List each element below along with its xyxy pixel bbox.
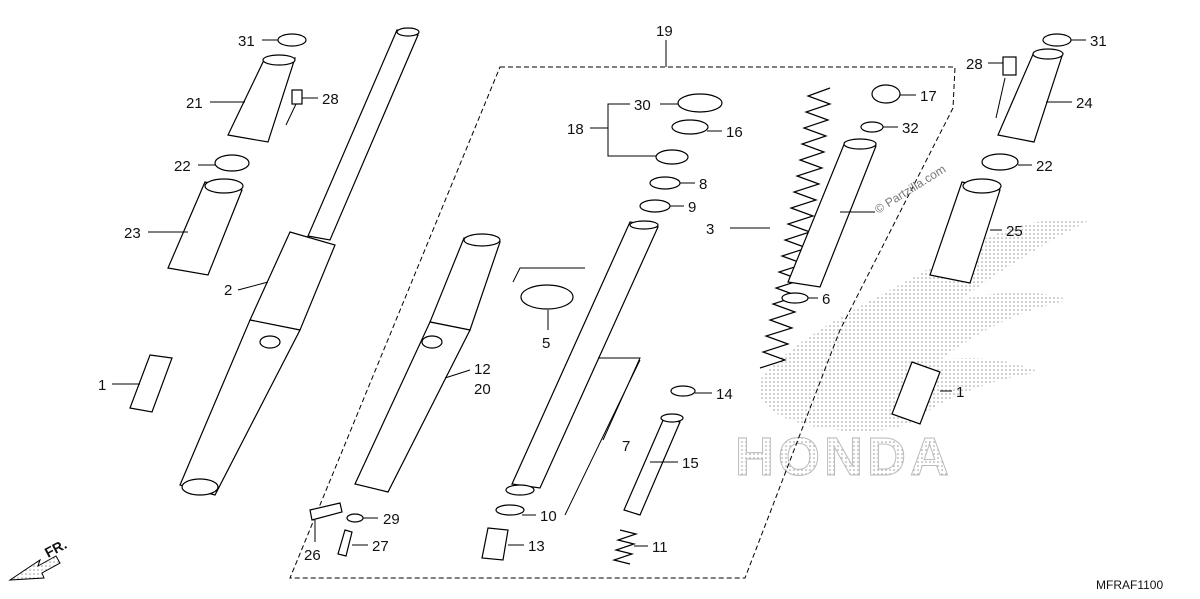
callout-27: 27 xyxy=(372,538,389,555)
callout-7: 7 xyxy=(622,438,630,455)
callout-12: 12 xyxy=(474,361,491,378)
callout-31-right: 31 xyxy=(1090,33,1107,50)
part-11-rebound-spring xyxy=(611,529,639,565)
callout-1: 1 xyxy=(98,377,106,394)
callout-labels: 31 21 28 22 23 2 1 12 20 29 26 27 19 30 … xyxy=(98,23,1107,564)
part-22-ring-left xyxy=(214,154,250,172)
callout-28: 28 xyxy=(322,91,339,108)
callout-20: 20 xyxy=(474,381,491,398)
callout-28-right: 28 xyxy=(966,56,983,73)
part-31-ring-left xyxy=(277,33,307,47)
front-indicator-label: FR. xyxy=(42,536,69,561)
callout-14: 14 xyxy=(716,386,733,403)
part-7-tube xyxy=(511,221,659,489)
callout-5: 5 xyxy=(542,335,550,352)
callout-25: 25 xyxy=(1006,223,1023,240)
part-28-bolt-left xyxy=(291,89,303,105)
callout-23: 23 xyxy=(124,225,141,242)
callout-17: 17 xyxy=(920,88,937,105)
diagram-code: MFRAF1100 xyxy=(1096,578,1163,592)
part-6-washer xyxy=(781,292,809,304)
part-10-collar xyxy=(505,484,535,496)
part-15-rod xyxy=(623,417,681,516)
part-5-oil-seal xyxy=(520,284,574,310)
callout-3: 3 xyxy=(706,221,714,238)
callout-22: 22 xyxy=(174,158,191,175)
callout-29: 29 xyxy=(383,511,400,528)
front-arrow-icon xyxy=(8,555,61,581)
part-18-seal-lower xyxy=(655,149,689,165)
callout-6: 6 xyxy=(822,291,830,308)
callout-13: 13 xyxy=(528,538,545,555)
part-2-fork-pipe xyxy=(307,29,419,241)
part-13-bushing xyxy=(481,527,509,561)
part-2-slider-lower xyxy=(179,319,301,496)
callout-24: 24 xyxy=(1076,95,1093,112)
callout-32: 32 xyxy=(902,120,919,137)
part-3-fork-spring xyxy=(759,87,832,369)
callout-15: 15 xyxy=(682,455,699,472)
part-14-clip xyxy=(670,385,696,397)
part-2-slider-upper xyxy=(249,231,336,331)
part-8-bushing xyxy=(649,176,681,190)
part-30-seal xyxy=(677,93,723,113)
callout-8: 8 xyxy=(699,176,707,193)
callout-18: 18 xyxy=(567,121,584,138)
part-26-bolt xyxy=(309,502,343,521)
part-32-o-ring xyxy=(860,121,884,133)
part-31-ring-right xyxy=(1042,33,1072,47)
part-9-bushing xyxy=(639,199,671,213)
part-12-slider-lower xyxy=(354,321,471,493)
callout-19: 19 xyxy=(656,23,673,40)
callout-26: 26 xyxy=(304,547,321,564)
brand-watermark-text: HONDA xyxy=(735,427,953,487)
part-21-upper-cover xyxy=(227,57,296,143)
part-23-lower-cover xyxy=(167,181,243,276)
callout-10: 10 xyxy=(540,508,557,525)
part-12-slider-upper xyxy=(429,237,501,331)
callout-21: 21 xyxy=(186,95,203,112)
part-27-bolt xyxy=(337,529,353,557)
callout-11: 11 xyxy=(652,539,668,556)
part-22-ring-right xyxy=(981,153,1019,171)
part-1-reflector-left xyxy=(129,354,173,413)
part-16-stopper xyxy=(671,119,709,135)
brand-wing-watermark xyxy=(759,218,1090,432)
part-29-washer xyxy=(346,513,364,523)
partzilla-watermark: © Partzilla.com xyxy=(872,162,948,217)
part-1-reflector-right xyxy=(891,361,941,425)
callout-9: 9 xyxy=(688,199,696,216)
part-17-cap xyxy=(871,84,901,104)
part-28-bolt-right xyxy=(1002,56,1017,76)
callout-2: 2 xyxy=(224,282,232,299)
callout-31: 31 xyxy=(238,33,255,50)
assembly-group-outline xyxy=(289,66,956,579)
callout-1-right: 1 xyxy=(956,384,964,401)
callout-30: 30 xyxy=(634,97,651,114)
callout-16: 16 xyxy=(726,124,743,141)
callout-22-right: 22 xyxy=(1036,158,1053,175)
